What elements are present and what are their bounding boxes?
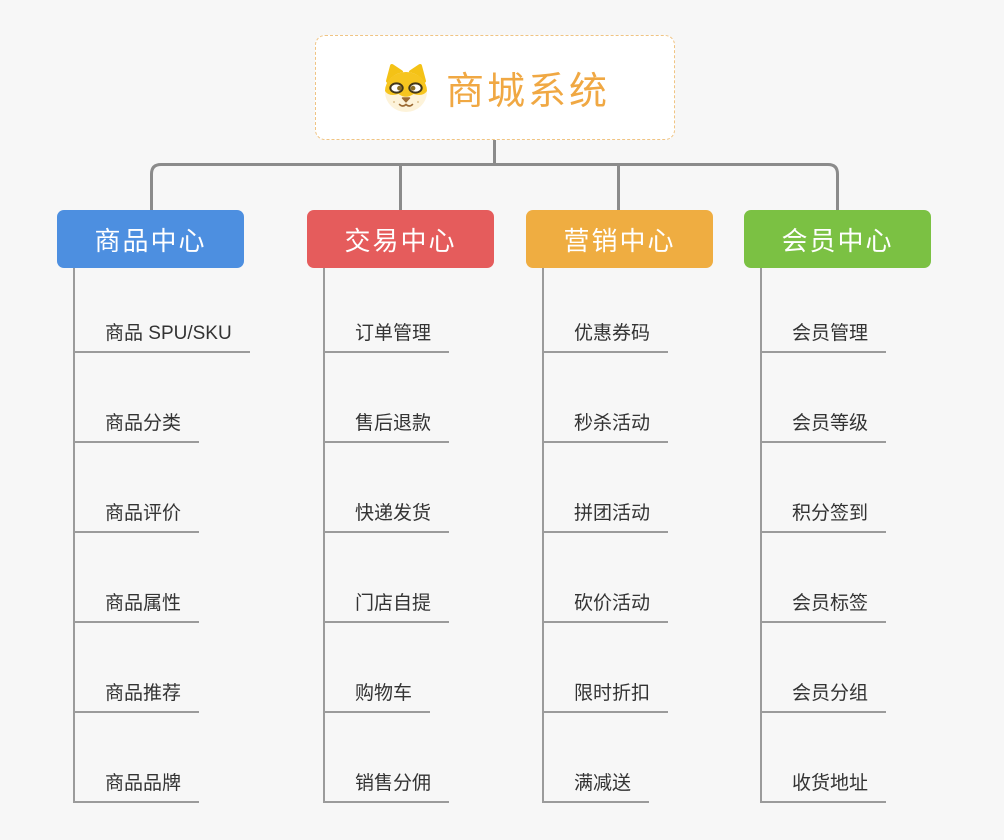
leaf-label: 秒杀活动	[574, 413, 651, 434]
leaf-node-trade-center-0[interactable]: 订单管理	[325, 268, 450, 353]
branch-column-product-center: 商品中心 商品 SPU/SKU 商品分类 商品评价 商品属性 商品推荐 商品品牌	[57, 210, 307, 803]
leaf-node-marketing-center-4[interactable]: 限时折扣	[544, 623, 669, 713]
connector-right	[494, 163, 839, 211]
leaf-node-member-center-0[interactable]: 会员管理	[762, 268, 887, 353]
leaf-label: 售后退款	[355, 413, 432, 434]
leaf-label: 订单管理	[355, 323, 432, 344]
branch-label: 交易中心	[344, 225, 457, 256]
branch-column-trade-center: 交易中心 订单管理 售后退款 快递发货 门店自提 购物车 销售分佣	[307, 210, 557, 803]
leaf-node-marketing-center-0[interactable]: 优惠券码	[544, 268, 669, 353]
leaf-node-member-center-2[interactable]: 积分签到	[762, 443, 887, 533]
leaf-label: 拼团活动	[574, 503, 651, 524]
branch-label: 商品中心	[94, 225, 207, 256]
leaf-label: 销售分佣	[355, 773, 432, 794]
branch-column-marketing-center: 营销中心 优惠券码 秒杀活动 拼团活动 砍价活动 限时折扣 满减送	[526, 210, 776, 803]
dog-icon	[384, 63, 427, 112]
branch-label: 会员中心	[781, 225, 894, 256]
leaf-label: 会员等级	[792, 413, 869, 434]
leaf-label: 商品推荐	[105, 683, 182, 704]
leaf-node-marketing-center-5[interactable]: 满减送	[544, 713, 650, 803]
leaf-node-product-center-3[interactable]: 商品属性	[75, 533, 200, 623]
leaf-label: 积分签到	[792, 503, 869, 524]
branch-label: 营销中心	[563, 225, 676, 256]
leaf-label: 满减送	[574, 773, 632, 794]
leaf-label: 收货地址	[792, 773, 869, 794]
branch-header-member-center[interactable]: 会员中心	[744, 210, 931, 268]
leaf-node-member-center-1[interactable]: 会员等级	[762, 353, 887, 443]
leaf-node-marketing-center-2[interactable]: 拼团活动	[544, 443, 669, 533]
branch-items: 订单管理 售后退款 快递发货 门店自提 购物车 销售分佣	[323, 268, 450, 803]
leaf-node-member-center-4[interactable]: 会员分组	[762, 623, 887, 713]
leaf-node-product-center-0[interactable]: 商品 SPU/SKU	[75, 268, 250, 353]
branch-header-trade-center[interactable]: 交易中心	[307, 210, 494, 268]
leaf-node-member-center-5[interactable]: 收货地址	[762, 713, 887, 803]
leaf-node-member-center-3[interactable]: 会员标签	[762, 533, 887, 623]
leaf-node-marketing-center-1[interactable]: 秒杀活动	[544, 353, 669, 443]
leaf-node-product-center-2[interactable]: 商品评价	[75, 443, 200, 533]
leaf-node-product-center-4[interactable]: 商品推荐	[75, 623, 200, 713]
leaf-label: 购物车	[355, 683, 413, 704]
leaf-label: 砍价活动	[574, 593, 651, 614]
leaf-label: 商品分类	[105, 413, 182, 434]
leaf-node-trade-center-1[interactable]: 售后退款	[325, 353, 450, 443]
leaf-label: 会员分组	[792, 683, 869, 704]
branch-column-member-center: 会员中心 会员管理 会员等级 积分签到 会员标签 会员分组 收货地址	[744, 210, 994, 803]
leaf-label: 商品品牌	[105, 773, 182, 794]
leaf-node-trade-center-2[interactable]: 快递发货	[325, 443, 450, 533]
leaf-label: 商品 SPU/SKU	[105, 323, 232, 344]
branch-items: 会员管理 会员等级 积分签到 会员标签 会员分组 收货地址	[760, 268, 887, 803]
branch-header-product-center[interactable]: 商品中心	[57, 210, 244, 268]
leaf-label: 会员管理	[792, 323, 869, 344]
leaf-node-trade-center-5[interactable]: 销售分佣	[325, 713, 450, 803]
leaf-node-marketing-center-3[interactable]: 砍价活动	[544, 533, 669, 623]
branch-items: 商品 SPU/SKU 商品分类 商品评价 商品属性 商品推荐 商品品牌	[73, 268, 250, 803]
leaf-label: 会员标签	[792, 593, 869, 614]
branch-items: 优惠券码 秒杀活动 拼团活动 砍价活动 限时折扣 满减送	[542, 268, 669, 803]
connector-left	[150, 163, 495, 211]
leaf-label: 限时折扣	[574, 683, 651, 704]
leaf-label: 商品评价	[105, 503, 182, 524]
leaf-label: 门店自提	[355, 593, 432, 614]
leaf-node-product-center-1[interactable]: 商品分类	[75, 353, 200, 443]
leaf-node-product-center-5[interactable]: 商品品牌	[75, 713, 200, 803]
root-node[interactable]: 商城系统	[315, 35, 675, 140]
leaf-node-trade-center-3[interactable]: 门店自提	[325, 533, 450, 623]
root-title: 商城系统	[445, 71, 610, 113]
leaf-label: 优惠券码	[574, 323, 651, 344]
leaf-label: 商品属性	[105, 593, 182, 614]
leaf-node-trade-center-4[interactable]: 购物车	[325, 623, 431, 713]
leaf-label: 快递发货	[355, 503, 432, 524]
branch-header-marketing-center[interactable]: 营销中心	[526, 210, 713, 268]
